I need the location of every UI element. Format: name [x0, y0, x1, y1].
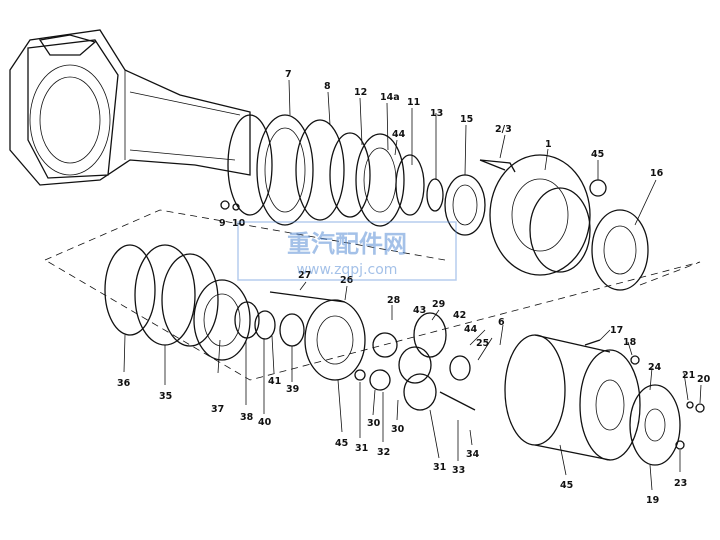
part-label: 16 [650, 168, 664, 179]
part-label: 34 [466, 449, 480, 460]
leader-lines [123, 79, 702, 491]
upper-part-group [220, 114, 649, 291]
part-label: 10 [232, 218, 246, 229]
part-label: 23 [674, 478, 687, 489]
part-label: 37 [211, 404, 224, 415]
part-label: 11 [407, 97, 420, 108]
part-label: 19 [646, 495, 659, 506]
part-label: 24 [648, 362, 662, 373]
part-label: 44 [464, 324, 478, 335]
part-label: 44 [392, 129, 406, 140]
part-label: 18 [623, 337, 637, 348]
part-label: 42 [453, 310, 466, 321]
part-label: 20 [697, 374, 711, 385]
part-label: 30 [367, 418, 381, 429]
part-label: 28 [387, 295, 401, 306]
watermark-url-text: www.zqpj.com [297, 262, 398, 278]
part-label: 33 [452, 465, 465, 476]
part-label: 41 [268, 376, 281, 387]
part-label: 12 [354, 87, 367, 98]
part-label: 32 [377, 447, 390, 458]
part-label: 45 [591, 149, 604, 160]
part-label: 15 [460, 114, 473, 125]
part-label: 6 [498, 317, 505, 328]
watermark: 重汽配件网 www.zqpj.com [237, 221, 457, 281]
part-label: 7 [285, 69, 292, 80]
part-label: 25 [476, 338, 489, 349]
part-label: 26 [340, 275, 354, 286]
part-label: 27 [298, 270, 311, 281]
part-label: 2/3 [495, 124, 512, 135]
part-label: 8 [324, 81, 331, 92]
part-label: 17 [610, 325, 623, 336]
part-label: 29 [432, 299, 445, 310]
part-label: 30 [391, 424, 405, 435]
axle-housing [9, 29, 251, 186]
part-label: 14a [380, 92, 400, 103]
part-label: 31 [355, 443, 368, 454]
dashed-boundary [44, 209, 701, 381]
part-label: 36 [117, 378, 131, 389]
part-label: 43 [413, 305, 426, 316]
part-label: 31 [433, 462, 446, 473]
part-label: 40 [258, 417, 272, 428]
part-label: 1 [545, 139, 552, 150]
watermark-cn-text: 重汽配件网 [287, 230, 407, 258]
part-label: 38 [240, 412, 254, 423]
part-labels: 7 8 12 14a 11 44 13 15 2/3 1 45 16 9 10 … [117, 69, 711, 506]
part-label: 13 [430, 108, 443, 119]
part-label: 21 [682, 370, 695, 381]
part-label: 45 [560, 480, 573, 491]
lower-part-group [104, 244, 705, 466]
part-label: 35 [159, 391, 172, 402]
part-label: 45 [335, 438, 348, 449]
part-label: 9 [219, 218, 226, 229]
part-label: 39 [286, 384, 299, 395]
